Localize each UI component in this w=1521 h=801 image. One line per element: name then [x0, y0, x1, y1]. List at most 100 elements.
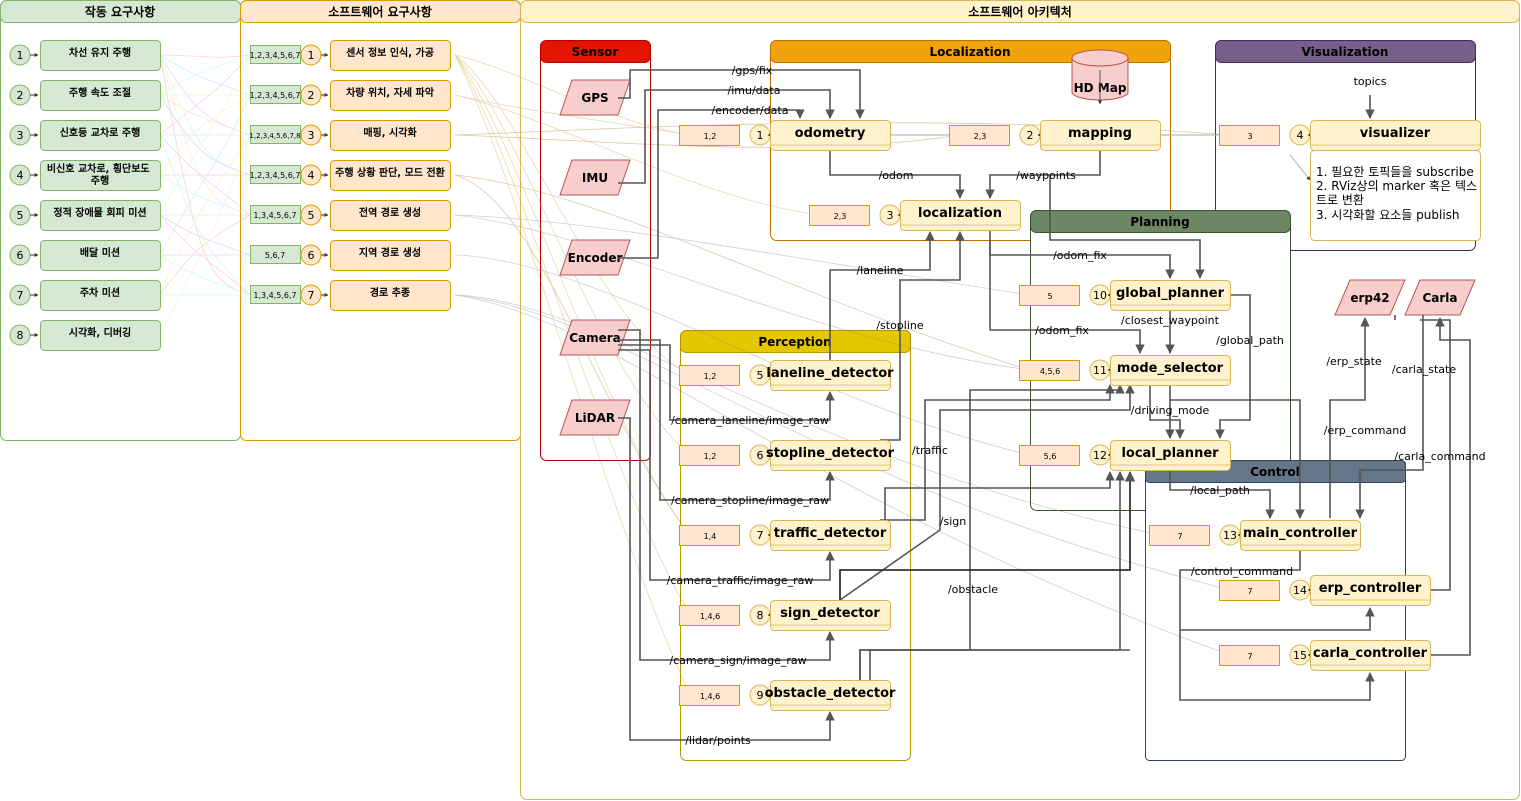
operation-panel-title: 작동 요구사항	[85, 4, 155, 19]
topic-waypoints: /waypoints	[1016, 169, 1076, 182]
node-box	[1110, 355, 1231, 386]
node-label: main_controller	[1243, 526, 1358, 541]
node-label: stopline_detector	[766, 446, 895, 461]
topic-obstacle: /obstacle	[948, 583, 998, 596]
node-number: 1	[757, 129, 764, 142]
node-trace-tag	[679, 685, 740, 706]
faint-edges	[890, 134, 1311, 181]
req-label: 주차 미션	[80, 286, 120, 299]
svg-text:Carla: Carla	[1422, 291, 1457, 305]
req-label: 경로 추종	[370, 286, 410, 299]
req-label: 주행 상황 판단, 모드 전환	[335, 166, 446, 179]
topic-closest-waypoint: /closest_waypoint	[1121, 314, 1220, 327]
req-box	[40, 40, 161, 71]
req-trace-tag	[250, 245, 301, 264]
external-carla: Carla	[1404, 279, 1476, 316]
req-number: 5	[17, 209, 24, 222]
req-number: 3	[308, 129, 315, 142]
node-box	[770, 600, 891, 631]
req-number: 6	[308, 249, 315, 262]
req-label: 주행 속도 조절	[69, 86, 131, 99]
node-number: 3	[887, 209, 894, 222]
req-trace-text: 1,3,4,5,6,7	[253, 211, 296, 220]
req-box	[40, 240, 161, 271]
sensor-list: GPS IMU Encoder Camera LiDAR	[559, 79, 631, 436]
req-label: 시각화, 디버깅	[69, 326, 131, 339]
topic-control-command: /control_command	[1191, 565, 1293, 578]
sensor-imu: IMU	[559, 159, 631, 196]
req-label: 차량 위치, 자세 파악	[346, 86, 435, 99]
external-erp42: erp42	[1334, 279, 1406, 316]
node-trace-tag	[679, 365, 740, 386]
sensor-encoder: Encoder	[559, 239, 631, 276]
req-box	[330, 200, 451, 231]
req-number: 4	[17, 169, 24, 182]
svg-text:Encoder: Encoder	[568, 251, 623, 265]
req-box	[330, 280, 451, 311]
topic-erp-command: /erp_command	[1324, 424, 1406, 437]
sensor-camera: Camera	[559, 319, 631, 356]
node-number: 11	[1093, 364, 1107, 377]
node-label: sign_detector	[780, 606, 880, 621]
node-label: obstacle_detector	[765, 686, 896, 701]
node-box	[900, 200, 1021, 231]
topic-stopline: /stopline	[876, 319, 924, 332]
topic-erp-state: /erp_state	[1326, 355, 1382, 368]
topic-camera-stopline: /camera_stopline/image_raw	[671, 494, 829, 507]
node-label: erp_controller	[1319, 581, 1422, 596]
req-trace-text: 1,2,3,4,5,6,7,8	[249, 132, 300, 140]
node-trace-tag	[679, 525, 740, 546]
node-number: 15	[1293, 649, 1307, 662]
req-trace-text: 1,2,3,4,5,6,7	[250, 91, 301, 100]
node-label: localization	[918, 206, 1002, 221]
req-trace-tag	[250, 285, 301, 304]
node-trace-text: 3	[1247, 132, 1252, 141]
req-number: 8	[17, 329, 24, 342]
node-trace-text: 1,2	[704, 372, 717, 381]
node-label: visualizer	[1360, 126, 1431, 141]
group-visualization-title: Visualization	[1302, 45, 1389, 59]
visualizer-desc-line-4: 3. 시각화할 요소들 publish	[1316, 208, 1460, 222]
node-box	[1310, 640, 1431, 671]
node-label: global_planner	[1116, 286, 1225, 301]
architecture-panel-title: 소프트웨어 아키텍처	[968, 4, 1072, 19]
req-number: 7	[17, 289, 24, 302]
req-label: 차선 유지 주행	[69, 46, 131, 59]
visualizer-desc-line-3: 트로 변환	[1316, 193, 1364, 207]
node-trace-tag	[949, 125, 1010, 146]
req-number: 2	[308, 89, 315, 102]
node-box	[770, 520, 891, 551]
node-number: 8	[757, 609, 764, 622]
topic-gps: /gps/fix	[732, 64, 773, 77]
topic-sign: /sign	[940, 515, 966, 528]
node-label: laneline_detector	[766, 366, 894, 381]
node-trace-text: 5	[1047, 292, 1052, 301]
req-trace-tag	[250, 165, 301, 184]
node-trace-text: 1,2	[704, 452, 717, 461]
req-label: 센서 정보 인식, 가공	[346, 46, 434, 59]
node-trace-tag	[1219, 580, 1280, 601]
software-req-item: 1,2,3,4,5,6,7 2 차량 위치, 자세 파악	[250, 80, 451, 111]
req-label: 전역 경로 생성	[359, 206, 421, 219]
node-trace-text: 2,3	[834, 212, 847, 221]
group-perception-title: Perception	[758, 335, 831, 349]
node-trace-text: 4,5,6	[1040, 367, 1060, 376]
node-trace-tag	[679, 605, 740, 626]
req-box	[330, 240, 451, 271]
topic-topics-label: topics	[1354, 75, 1387, 88]
trace-lines	[159, 54, 251, 336]
topic-camera-laneline: /camera_laneline/image_raw	[671, 414, 829, 427]
